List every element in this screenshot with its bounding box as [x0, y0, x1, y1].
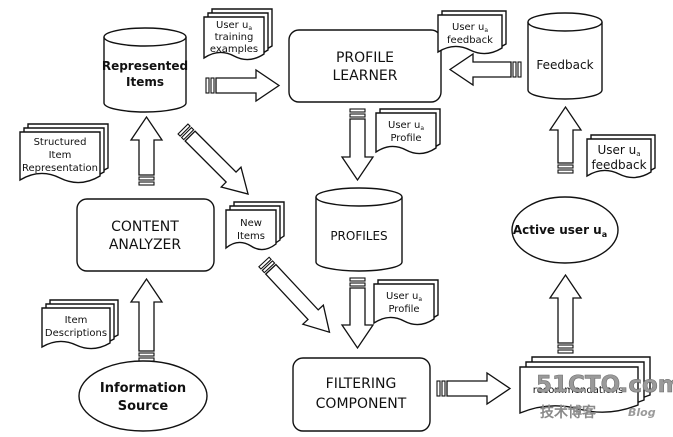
- feedback-right-line1: User ua: [597, 143, 640, 158]
- profile-doc-lower-line1: User ua: [386, 291, 422, 303]
- active-user-label: Active user ua: [513, 223, 607, 239]
- user-profile-document-lower: User ua Profile: [373, 279, 439, 326]
- filtering-line2: COMPONENT: [316, 396, 407, 412]
- content-analyzer-line2: ANALYZER: [109, 237, 182, 253]
- new-items-document: New Items: [225, 201, 285, 251]
- structured-doc-line3: Representation: [22, 163, 98, 174]
- profiles-database: PROFILES: [315, 187, 403, 272]
- profile-doc-upper-line2: Profile: [390, 133, 421, 144]
- new-items-line1: New: [240, 218, 262, 229]
- profile-doc-lower-line2: Profile: [388, 304, 419, 315]
- structured-doc-line1: Structured: [34, 137, 87, 148]
- feedback-database: Feedback: [527, 12, 603, 100]
- training-examples-document: User ua training examples: [203, 8, 273, 61]
- feedback-top-line1: User ua: [452, 22, 488, 34]
- filtering-component-box: FILTERING COMPONENT: [292, 357, 431, 432]
- user-profile-document-upper: User ua Profile: [375, 108, 441, 155]
- arrow-to-recommendations: [436, 371, 512, 406]
- feedback-right-document: User ua feedback: [586, 134, 656, 179]
- arrow-diagonal-to-filtering: [258, 256, 331, 334]
- new-items-line2: Items: [237, 231, 265, 242]
- watermark-blog: Blog: [628, 406, 656, 419]
- arrow-up-to-active-user: [548, 273, 583, 354]
- feedback-label: Feedback: [536, 58, 593, 72]
- information-source-line1: Information: [100, 381, 186, 396]
- arrow-to-profile-learner: [205, 68, 281, 103]
- feedback-top-line2: feedback: [447, 35, 493, 46]
- recommendations-label: recommendations: [533, 385, 623, 396]
- arrow-diagonal-to-new-items: [177, 123, 249, 195]
- arrow-feedback-to-learner: [448, 52, 522, 87]
- recommendations-document: recommendations: [519, 356, 651, 415]
- profile-learner-box: PROFILE LEARNER: [288, 29, 442, 103]
- training-doc-line3: examples: [210, 44, 258, 55]
- represented-items-database: Represented Items: [102, 27, 188, 113]
- active-user-node: Active user ua: [511, 196, 619, 264]
- watermark-51cto: 51CTO.com 技术博客 Blog: [536, 372, 673, 421]
- profile-learner-line2: LEARNER: [333, 68, 398, 84]
- item-descriptions-line2: Descriptions: [45, 328, 107, 339]
- structured-item-document: Structured Item Representation: [19, 123, 109, 184]
- item-descriptions-line1: Item: [65, 315, 88, 326]
- training-doc-line1: User ua: [216, 20, 252, 32]
- content-analyzer-box: CONTENT ANALYZER: [76, 198, 215, 272]
- information-source-line2: Source: [118, 399, 169, 414]
- training-doc-line2: training: [215, 32, 254, 43]
- watermark-chinese: 技术博客: [540, 404, 597, 421]
- filtering-line1: FILTERING: [326, 376, 397, 392]
- represented-items-line2: Items: [126, 75, 164, 89]
- profile-learner-line1: PROFILE: [336, 50, 394, 66]
- arrow-up-to-feedback: [548, 105, 583, 174]
- information-source-node: Information Source: [78, 360, 208, 432]
- item-descriptions-document: Item Descriptions: [41, 299, 119, 350]
- arrow-up-to-represented-items: [129, 115, 164, 186]
- watermark-main: 51CTO.com: [536, 372, 673, 398]
- arrow-learner-to-profiles: [340, 108, 375, 182]
- arrow-up-to-content-analyzer: [129, 277, 164, 362]
- arrow-profiles-to-filtering: [340, 277, 375, 350]
- feedback-top-document: User ua feedback: [437, 10, 507, 55]
- represented-items-line1: Represented: [102, 59, 188, 73]
- profile-doc-upper-line1: User ua: [388, 120, 424, 132]
- profiles-label: PROFILES: [330, 229, 387, 243]
- content-analyzer-line1: CONTENT: [111, 219, 179, 235]
- structured-doc-line2: Item: [49, 150, 72, 161]
- feedback-right-line2: feedback: [591, 158, 646, 172]
